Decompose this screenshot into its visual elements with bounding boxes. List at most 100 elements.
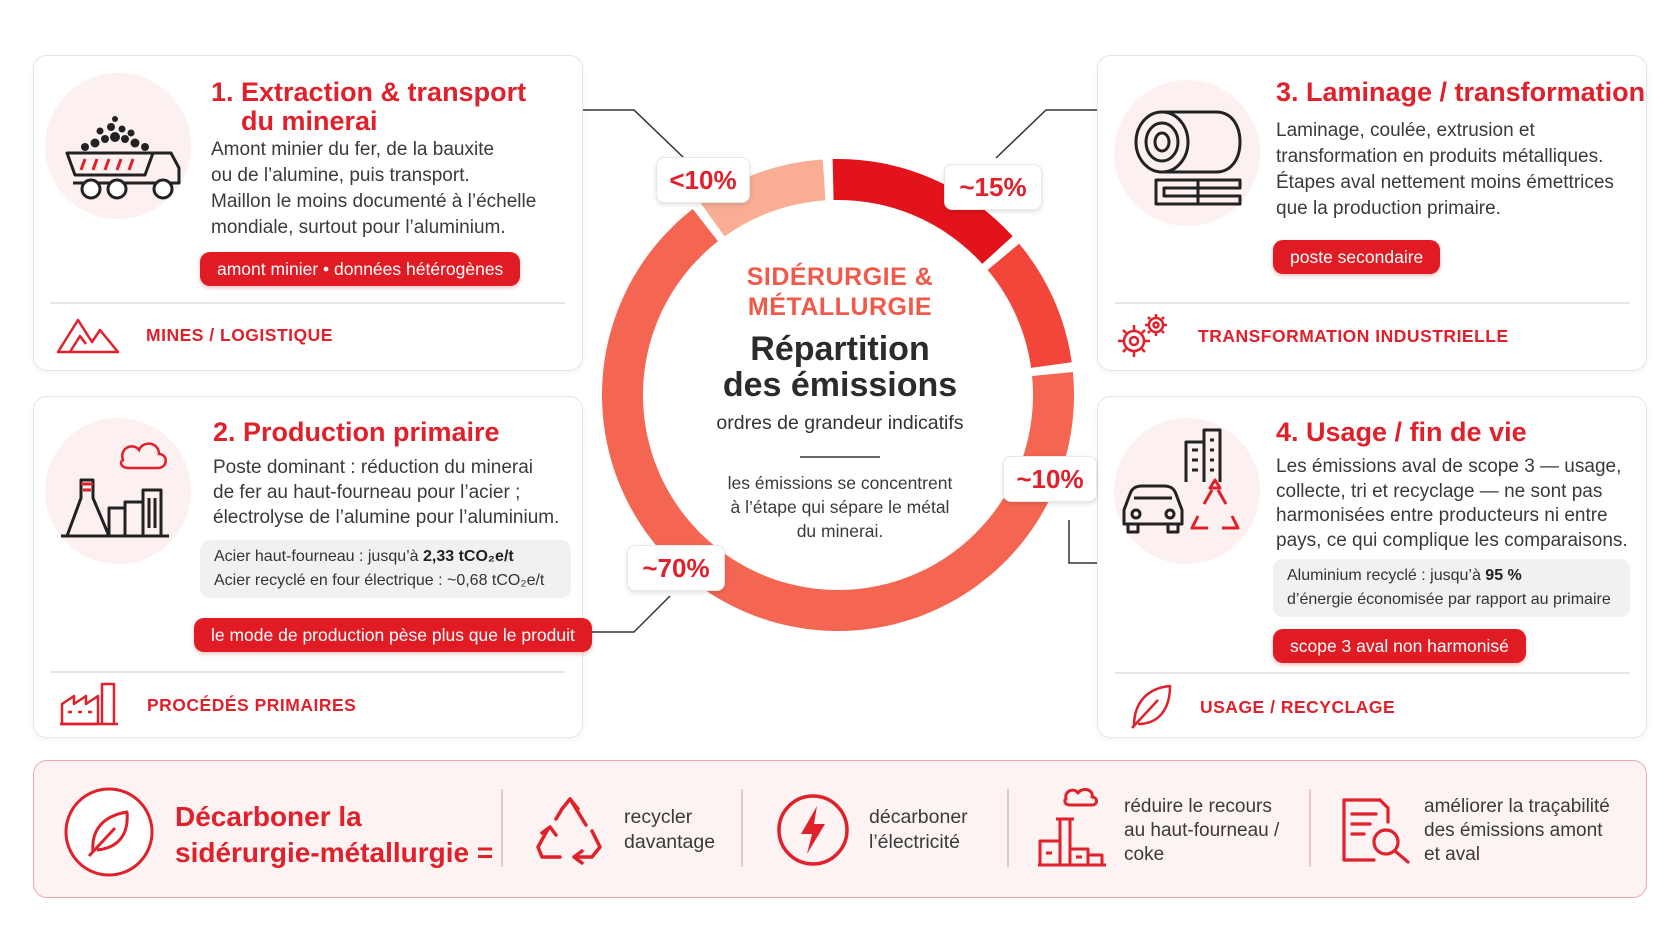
banner-item-line: davantage bbox=[624, 831, 716, 853]
segment-label-stage-4: ~10% bbox=[1003, 456, 1097, 502]
donut-segment-stage-3 bbox=[832, 159, 1013, 264]
card-1-desc-line: Maillon le moins documenté à l’échelle bbox=[211, 191, 537, 212]
card-2-icon-disc bbox=[45, 418, 191, 564]
gears-icon bbox=[1118, 314, 1167, 357]
banner-item-line: des émissions amont bbox=[1424, 820, 1603, 841]
center-note-line: du minerai. bbox=[796, 521, 884, 541]
card-4-title: 4. Usage / fin de vie bbox=[1276, 417, 1527, 447]
card-3-icon-disc bbox=[1114, 80, 1260, 226]
card-1-title-line2: du minerai bbox=[241, 106, 378, 136]
card-3-footer-label: TRANSFORMATION INDUSTRIELLE bbox=[1198, 326, 1509, 346]
center-kicker-line2: MÉTALLURGIE bbox=[747, 293, 933, 321]
banner-item-blast-furnace: réduire le recours au haut-fourneau / co… bbox=[1124, 795, 1279, 867]
blast-furnace-icon bbox=[1038, 788, 1106, 867]
card-1-title-line1: 1. Extraction & transport bbox=[211, 77, 527, 107]
card-1-footer-label: MINES / LOGISTIQUE bbox=[146, 325, 333, 345]
metal-roll-icon bbox=[1134, 110, 1242, 206]
card-4-note-value: 95 % bbox=[1485, 567, 1522, 584]
card-2-footer-label: PROCÉDÉS PRIMAIRES bbox=[147, 695, 357, 715]
card-4-footer-label: USAGE / RECYCLAGE bbox=[1200, 697, 1396, 717]
card-1-desc-line: Amont minier du fer, de la bauxite bbox=[211, 139, 495, 160]
card-2-note-text-2: Acier recyclé en four électrique : ~0,68… bbox=[214, 572, 545, 589]
card-2-tag-pill: le mode de production pèse plus que le p… bbox=[194, 618, 592, 652]
card-2-note: Acier haut-fourneau : jusqu’à 2,33 tCO₂e… bbox=[200, 540, 571, 598]
banner-item-line: et aval bbox=[1424, 844, 1480, 865]
leaf-icon bbox=[1131, 684, 1172, 729]
factory-smoke-icon bbox=[61, 442, 169, 538]
card-4-divider bbox=[1115, 672, 1630, 674]
banner-separator bbox=[501, 789, 503, 867]
banner-item-line: améliorer la traçabilité bbox=[1424, 796, 1610, 817]
card-4-desc-line: collecte, tri et recyclage — ne sont pas bbox=[1276, 480, 1603, 502]
donut-segment-stage-1 bbox=[700, 159, 826, 237]
card-1-description: Amont minier du fer, de la bauxite ou de… bbox=[211, 137, 536, 241]
card-3-tag-pill: poste secondaire bbox=[1273, 240, 1441, 274]
segment-label-stage-3: ~15% bbox=[944, 164, 1042, 210]
card-4-note-text-2: d’énergie économisée par rapport au prim… bbox=[1287, 591, 1611, 608]
center-title: Répartition des émissions bbox=[680, 331, 1000, 403]
card-1-tag-pill: amont minier • données hétérogènes bbox=[200, 252, 521, 286]
card-3-title: 3. Laminage / transformation bbox=[1276, 77, 1646, 107]
center-title-line1: Répartition bbox=[750, 330, 930, 368]
banner-headline-line2: sidérurgie-métallurgie = bbox=[175, 837, 494, 868]
card-2-description: Poste dominant : réduction du minerai de… bbox=[213, 455, 559, 530]
center-divider bbox=[800, 456, 880, 458]
document-search-icon bbox=[1342, 798, 1410, 864]
card-3-desc-line: Laminage, coulée, extrusion et bbox=[1276, 120, 1535, 141]
card-4-desc-line: harmonisées entre producteurs ni entre bbox=[1276, 505, 1608, 526]
center-title-line2: des émissions bbox=[722, 366, 958, 404]
card-4-note-text: Aluminium recyclé : jusqu’à bbox=[1287, 567, 1486, 584]
banner-headline-line1: Décarboner la bbox=[175, 801, 362, 832]
card-1-icon-disc bbox=[45, 73, 191, 219]
banner-item-recycle: recycler davantage bbox=[624, 805, 715, 855]
card-2-divider bbox=[50, 671, 565, 673]
card-1-desc-line: ou de l’alumine, puis transport. bbox=[211, 165, 470, 186]
center-subtitle: ordres de grandeur indicatifs bbox=[716, 412, 964, 434]
banner-item-electricity: décarboner l’électricité bbox=[869, 805, 968, 855]
banner-separator bbox=[1309, 789, 1311, 867]
banner-separator bbox=[741, 789, 743, 867]
card-2-note-value: 2,33 tCO₂e/t bbox=[423, 548, 514, 565]
card-1-desc-line: mondiale, surtout pour l’aluminium. bbox=[211, 217, 506, 238]
card-2-desc-line: de fer au haut-fourneau pour l’acier ; bbox=[213, 482, 521, 503]
card-4-desc-line: Les émissions aval de scope 3 — usage, bbox=[1276, 456, 1622, 477]
factory-icon bbox=[60, 682, 118, 726]
card-2-desc-line: électrolyse de l’alumine pour l’aluminiu… bbox=[213, 507, 560, 528]
center-note: les émissions se concentrent à l’étape q… bbox=[680, 471, 1000, 543]
card-3-description: Laminage, coulée, extrusion et transform… bbox=[1276, 118, 1614, 222]
card-3-desc-line: que la production primaire. bbox=[1276, 198, 1501, 219]
decarbonization-banner bbox=[33, 760, 1647, 898]
center-kicker: SIDÉRURGIE & MÉTALLURGIE bbox=[690, 262, 990, 322]
card-4-tag-pill: scope 3 aval non harmonisé bbox=[1273, 629, 1526, 663]
mountain-icon bbox=[56, 318, 120, 354]
banner-item-traceability: améliorer la traçabilité des émissions a… bbox=[1424, 795, 1610, 867]
center-note-line: à l’étape qui sépare le métal bbox=[730, 497, 950, 517]
banner-item-line: réduire le recours bbox=[1124, 796, 1272, 817]
card-1-title: 1. Extraction & transport du minerai bbox=[211, 78, 526, 136]
banner-separator bbox=[1007, 789, 1009, 867]
recycle-icon bbox=[536, 797, 602, 865]
donut-segment-stage-4 bbox=[987, 243, 1072, 368]
card-3-desc-line: Étapes aval nettement moins émettrices bbox=[1276, 172, 1614, 193]
mining-truck-icon bbox=[65, 116, 181, 200]
card-3-desc-line: transformation en produits métalliques. bbox=[1276, 146, 1604, 167]
card-2-note-text: Acier haut-fourneau : jusqu’à bbox=[214, 548, 424, 565]
leaf-circle-icon bbox=[64, 787, 154, 877]
card-3-divider bbox=[1115, 302, 1630, 304]
card-4-note: Aluminium recyclé : jusqu’à 95 % d’énerg… bbox=[1273, 559, 1630, 617]
card-4-icon-disc bbox=[1114, 418, 1260, 564]
center-kicker-line1: SIDÉRURGIE & bbox=[746, 263, 934, 291]
banner-item-line: recycler bbox=[624, 806, 693, 828]
car-city-recycle-icon bbox=[1122, 428, 1240, 534]
lightning-icon bbox=[777, 794, 849, 866]
card-4-description: Les émissions aval de scope 3 — usage, c… bbox=[1276, 455, 1628, 553]
banner-item-line: coke bbox=[1124, 844, 1165, 865]
segment-label-stage-2: ~70% bbox=[627, 545, 725, 591]
center-note-line: les émissions se concentrent bbox=[727, 473, 953, 493]
card-2-desc-line: Poste dominant : réduction du minerai bbox=[213, 457, 534, 478]
card-1-divider bbox=[50, 302, 565, 304]
banner-item-line: l’électricité bbox=[869, 831, 961, 853]
card-2-title: 2. Production primaire bbox=[213, 417, 500, 447]
